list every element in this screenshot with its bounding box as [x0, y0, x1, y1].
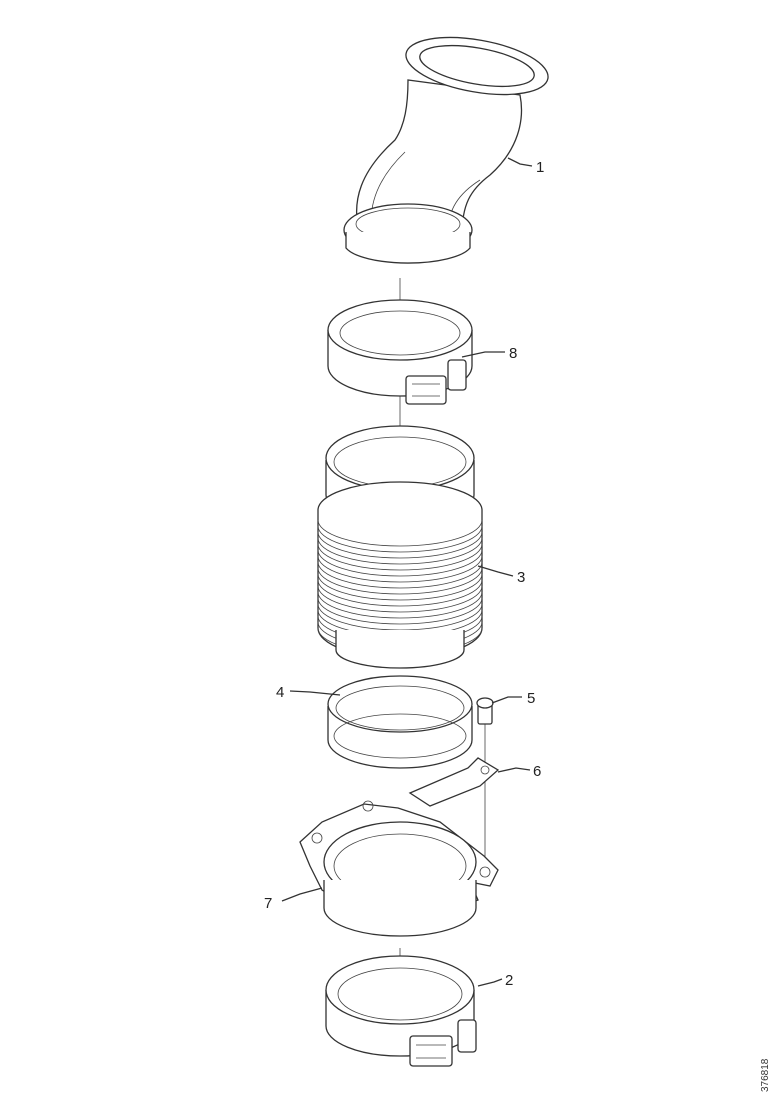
bellows-rib [317, 543, 483, 571]
callout-8: 8 [509, 345, 517, 362]
callout-3: 3 [517, 569, 525, 586]
part-3-bellows [317, 425, 483, 669]
callout-1: 1 [536, 159, 544, 176]
bellows-rib [317, 555, 483, 583]
bellows-rib [317, 603, 483, 631]
part-2-lower-clamp [325, 955, 477, 1067]
callout-7: 7 [264, 895, 272, 912]
part-4-sealing-ring [327, 675, 473, 769]
bellows-rib [317, 567, 483, 595]
bellows-rib [317, 573, 483, 601]
part-1-elbow-pipe [343, 36, 549, 264]
bellows-rib [317, 519, 483, 547]
bellows-rib [317, 525, 483, 553]
bellows-rib [317, 549, 483, 577]
bellows-rib [317, 537, 483, 565]
leader-lines [281, 157, 533, 987]
callout-5: 5 [527, 690, 535, 707]
bellows-rib [317, 531, 483, 559]
reference-code: 376818 [760, 1058, 771, 1092]
bellows-rib [317, 579, 483, 607]
part-8-upper-clamp [327, 299, 473, 405]
callout-2: 2 [505, 972, 513, 989]
bellows-rib [317, 591, 483, 619]
bellows-rib [317, 597, 483, 625]
callout-4: 4 [276, 684, 284, 701]
part-7-flange-pipe [299, 800, 499, 937]
callout-6: 6 [533, 763, 541, 780]
bellows-rib [317, 585, 483, 613]
bellows-rib [317, 561, 483, 589]
part-6-bracket [408, 757, 500, 807]
part-5-bolt [476, 697, 494, 725]
